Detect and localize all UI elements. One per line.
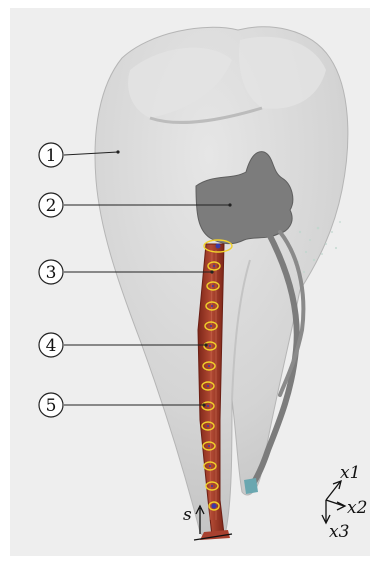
s-axis-label: s xyxy=(183,505,192,525)
callout-3: 3 xyxy=(39,260,63,284)
callout-2-label: 2 xyxy=(46,196,57,216)
callout-2: 2 xyxy=(39,193,63,217)
callout-5: 5 xyxy=(39,393,63,417)
callout-1-label: 1 xyxy=(46,146,57,166)
callout-4-label: 4 xyxy=(46,336,57,356)
coordinate-triad xyxy=(322,481,345,523)
distal-canal-tip xyxy=(244,478,258,494)
callout-1: 1 xyxy=(39,143,63,167)
x3-axis-label: x3 xyxy=(329,522,349,542)
callout-5-label: 5 xyxy=(46,396,57,416)
x1-axis-label: x1 xyxy=(340,463,360,483)
callout-4: 4 xyxy=(39,333,63,357)
x2-axis-label: x2 xyxy=(347,498,367,518)
callout-3-label: 3 xyxy=(46,263,57,283)
